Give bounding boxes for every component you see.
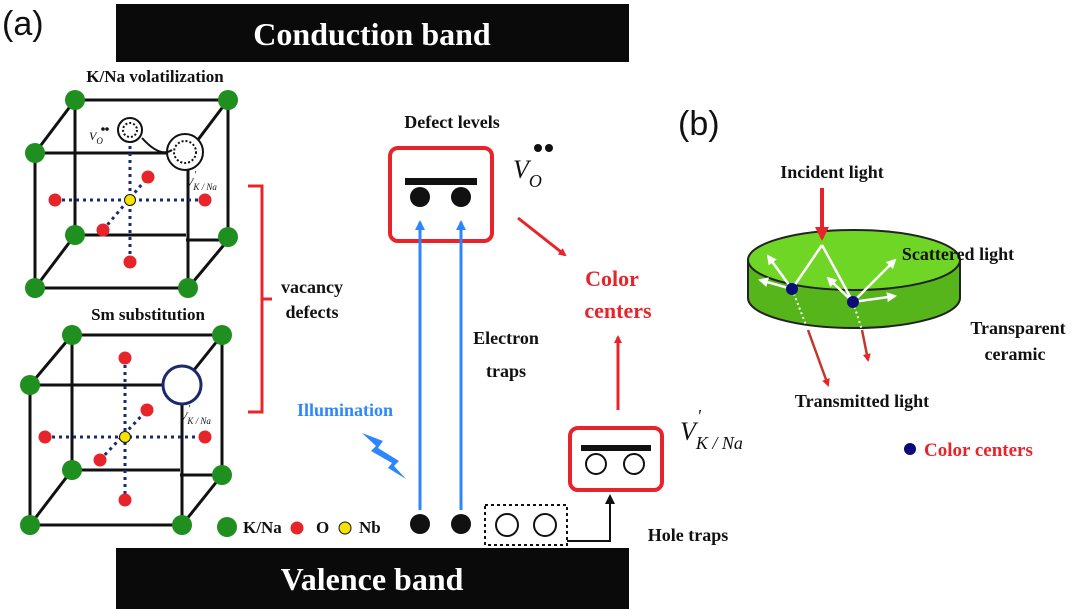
panel-b-label: (b) (678, 105, 720, 143)
svg-text:': ' (194, 170, 197, 181)
vacancy-label-1: vacancy (281, 277, 343, 297)
svg-text:': ' (188, 404, 191, 415)
defect-levels-label: Defect levels (404, 112, 499, 132)
legend-o-dot (290, 521, 304, 535)
vacancy-bracket (248, 184, 264, 414)
hole-traps-label: Hole traps (648, 525, 729, 545)
color-centers-label-2: centers (584, 298, 652, 323)
vo-label-large: VO (513, 155, 542, 191)
lightning-icon (362, 433, 406, 479)
valence-electron-2 (451, 514, 471, 534)
color-center-dot-2 (847, 296, 859, 308)
valence-band (116, 548, 629, 609)
svg-text:': ' (697, 406, 702, 426)
hole-trap-box (568, 426, 664, 492)
electron-traps-label-2: traps (486, 361, 526, 381)
legend-nb-dot (338, 521, 352, 535)
transparent-ceramic-label-2: ceramic (985, 344, 1046, 364)
incident-light-label: Incident light (780, 162, 884, 182)
lattice-bottom: Sm substitution VK / Na ' (20, 305, 232, 535)
color-centers-legend: Color centers (924, 440, 1033, 461)
legend-o: O (316, 518, 329, 537)
ceramic-panel: Incident light Scattered light Transpare… (747, 162, 1066, 461)
vk-label-small-bottom: VK / Na (180, 409, 211, 426)
color-centers-label-1: Color (585, 266, 639, 291)
lattice-top-title: K/Na volatilization (86, 67, 224, 86)
vk-label-small-top: VK / Na (186, 175, 217, 192)
conduction-band-label: Conduction band (253, 16, 491, 52)
valence-band-label: Valence band (281, 561, 464, 597)
transmitted-light-label: Transmitted light (795, 391, 929, 411)
legend-nb: Nb (359, 518, 381, 537)
transparent-ceramic-label-1: Transparent (970, 318, 1065, 338)
scattered-light-label: Scattered light (902, 244, 1014, 264)
color-center-dot-1 (786, 283, 798, 295)
transmitted-arrow-2 (860, 329, 871, 362)
atom-legend: K/Na O Nb (217, 517, 381, 537)
vacancy-label-2: defects (286, 302, 339, 322)
valence-electron-1 (410, 514, 430, 534)
conduction-band (116, 4, 629, 62)
legend-kna-dot (217, 517, 237, 537)
vo-label-small: VO (89, 129, 103, 146)
legend-kna: K/Na (243, 518, 282, 537)
defect-level-box (388, 146, 494, 243)
electron-traps-label-1: Electron (473, 328, 539, 348)
legend-color-center-dot (904, 443, 916, 455)
lattice-top: K/Na volatilization (25, 67, 238, 298)
panel-a-label: (a) (2, 5, 44, 43)
arrow-to-color-centers (517, 216, 567, 257)
lattice-bottom-title: Sm substitution (91, 305, 205, 324)
vk-label-large: VK / Na (680, 417, 743, 453)
arrow-to-hole-traps (567, 494, 615, 542)
transmitted-arrow-1 (806, 329, 830, 387)
illumination-label: Illumination (297, 400, 393, 420)
